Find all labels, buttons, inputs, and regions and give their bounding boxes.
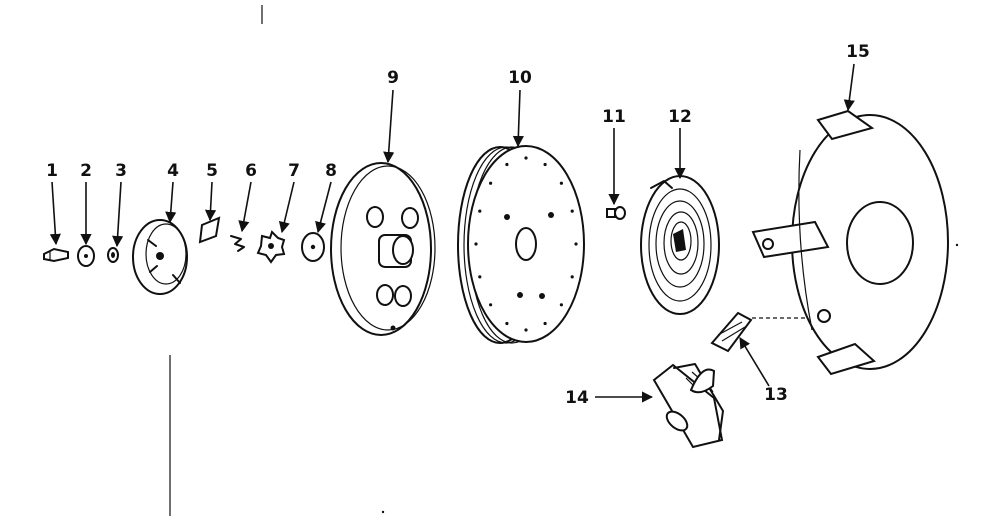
label-8: 8 bbox=[325, 161, 337, 181]
leader-lines bbox=[49, 63, 855, 403]
label-5: 5 bbox=[206, 161, 218, 181]
pulley-rim-dot bbox=[570, 275, 574, 279]
label-11: 11 bbox=[602, 107, 626, 127]
part-3-small-washer bbox=[107, 247, 119, 263]
label-9: 9 bbox=[387, 68, 399, 88]
leader-arrow-6 bbox=[238, 181, 252, 233]
pulley-rim-dot bbox=[505, 162, 509, 167]
label-15: 15 bbox=[846, 42, 870, 62]
part-14-handle bbox=[652, 363, 724, 449]
part-8-washer bbox=[301, 232, 325, 262]
part-5-pawl bbox=[198, 216, 221, 244]
part-10-pulley bbox=[457, 145, 585, 344]
pulley-rim-dot bbox=[559, 303, 564, 307]
part-7-retainer bbox=[256, 230, 286, 264]
pulley-rim-dot bbox=[489, 303, 493, 307]
label-3: 3 bbox=[115, 161, 127, 181]
pulley-rim-dot bbox=[570, 209, 574, 213]
part-labels: 1 2 3 4 5 6 7 8 9 10 11 12 13 14 15 bbox=[46, 42, 870, 408]
label-12: 12 bbox=[668, 107, 692, 127]
scan-dot-right bbox=[955, 243, 959, 247]
leader-arrow-7 bbox=[278, 181, 295, 234]
label-4: 4 bbox=[167, 161, 179, 181]
leader-arrow-8 bbox=[315, 181, 332, 234]
part-13-insert bbox=[710, 311, 818, 353]
scan-dot bbox=[381, 510, 385, 514]
pulley-rim-dot bbox=[559, 181, 564, 185]
part-11-screw bbox=[606, 206, 626, 220]
leader-arrow-1 bbox=[49, 181, 61, 246]
pulley-rim-dot bbox=[543, 321, 547, 326]
label-1: 1 bbox=[46, 161, 58, 181]
pulley-rim-dot bbox=[505, 321, 509, 326]
pulley-rim-dot bbox=[489, 181, 493, 185]
part-4-hub bbox=[132, 219, 188, 295]
pulley-rim-dot bbox=[478, 209, 482, 213]
part-2-washer bbox=[77, 245, 95, 267]
pulley-rim-dot bbox=[574, 242, 578, 246]
pulley-rim-dot bbox=[524, 156, 528, 160]
leader-arrow-15 bbox=[843, 63, 855, 112]
part-1-screw bbox=[43, 247, 69, 263]
label-2: 2 bbox=[80, 161, 92, 181]
leader-arrow-4 bbox=[165, 181, 177, 224]
leader-arrow-10 bbox=[512, 89, 524, 148]
label-10: 10 bbox=[508, 68, 532, 88]
pulley-rim-dot bbox=[543, 162, 547, 167]
label-7: 7 bbox=[288, 161, 300, 181]
leader-arrow-9 bbox=[383, 89, 395, 164]
leader-arrow-5 bbox=[204, 181, 217, 222]
part-15-housing bbox=[751, 109, 949, 376]
label-13: 13 bbox=[764, 385, 788, 405]
part-12-spring bbox=[640, 175, 720, 315]
label-6: 6 bbox=[245, 161, 257, 181]
leader-arrow-3 bbox=[112, 181, 124, 248]
label-14: 14 bbox=[565, 388, 589, 408]
pulley-rim-dot bbox=[474, 242, 478, 246]
part-9-plate bbox=[330, 162, 436, 336]
pulley-rim-dot bbox=[478, 275, 482, 279]
leader-arrow-13 bbox=[739, 337, 770, 387]
part-6-spring bbox=[230, 235, 245, 252]
pulley-rim-dot bbox=[524, 328, 528, 332]
